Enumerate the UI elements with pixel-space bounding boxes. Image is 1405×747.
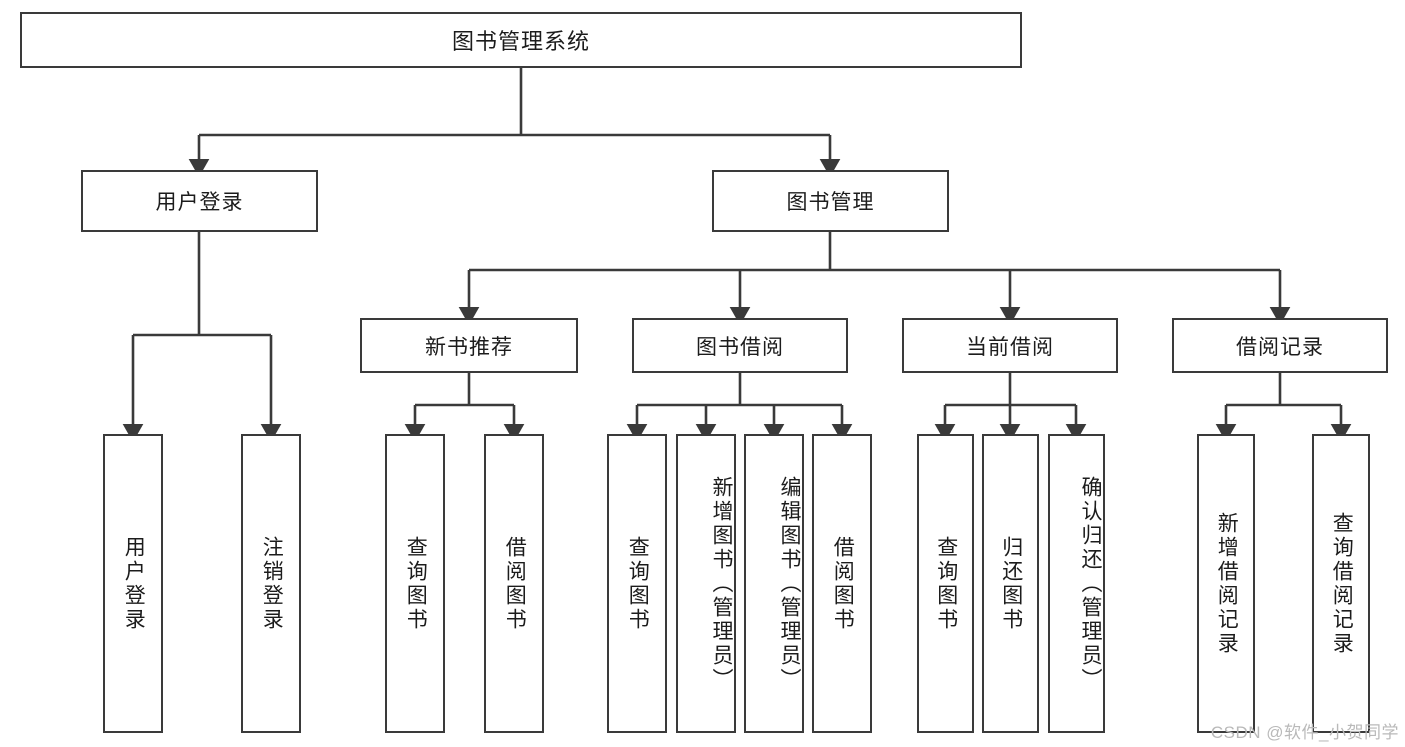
leaf-query-book-recommend[interactable]: 查询图书 (385, 434, 445, 733)
leaf-edit-book-admin[interactable]: 编辑图书（管理员） (744, 434, 804, 733)
leaf-add-book-admin[interactable]: 新增图书（管理员） (676, 434, 736, 733)
leaf-return-book[interactable]: 归还图书 (982, 434, 1039, 733)
leaf-query-borrow-record[interactable]: 查询借阅记录 (1312, 434, 1370, 733)
leaf-borrow-book[interactable]: 借阅图书 (812, 434, 872, 733)
leaf-confirm-return-admin[interactable]: 确认归还（管理员） (1048, 434, 1105, 733)
node-new-book-recommend[interactable]: 新书推荐 (360, 318, 578, 373)
node-root-system[interactable]: 图书管理系统 (20, 12, 1022, 68)
node-user-login[interactable]: 用户登录 (81, 170, 318, 232)
node-book-borrow[interactable]: 图书借阅 (632, 318, 848, 373)
node-borrow-record[interactable]: 借阅记录 (1172, 318, 1388, 373)
node-book-management[interactable]: 图书管理 (712, 170, 949, 232)
leaf-query-book-borrow[interactable]: 查询图书 (607, 434, 667, 733)
node-current-borrow[interactable]: 当前借阅 (902, 318, 1118, 373)
leaf-user-login[interactable]: 用户登录 (103, 434, 163, 733)
leaf-query-book-current[interactable]: 查询图书 (917, 434, 974, 733)
leaf-borrow-book-recommend[interactable]: 借阅图书 (484, 434, 544, 733)
leaf-add-borrow-record[interactable]: 新增借阅记录 (1197, 434, 1255, 733)
leaf-user-logout[interactable]: 注销登录 (241, 434, 301, 733)
watermark: CSDN @软件_小贺同学 (1210, 723, 1399, 742)
